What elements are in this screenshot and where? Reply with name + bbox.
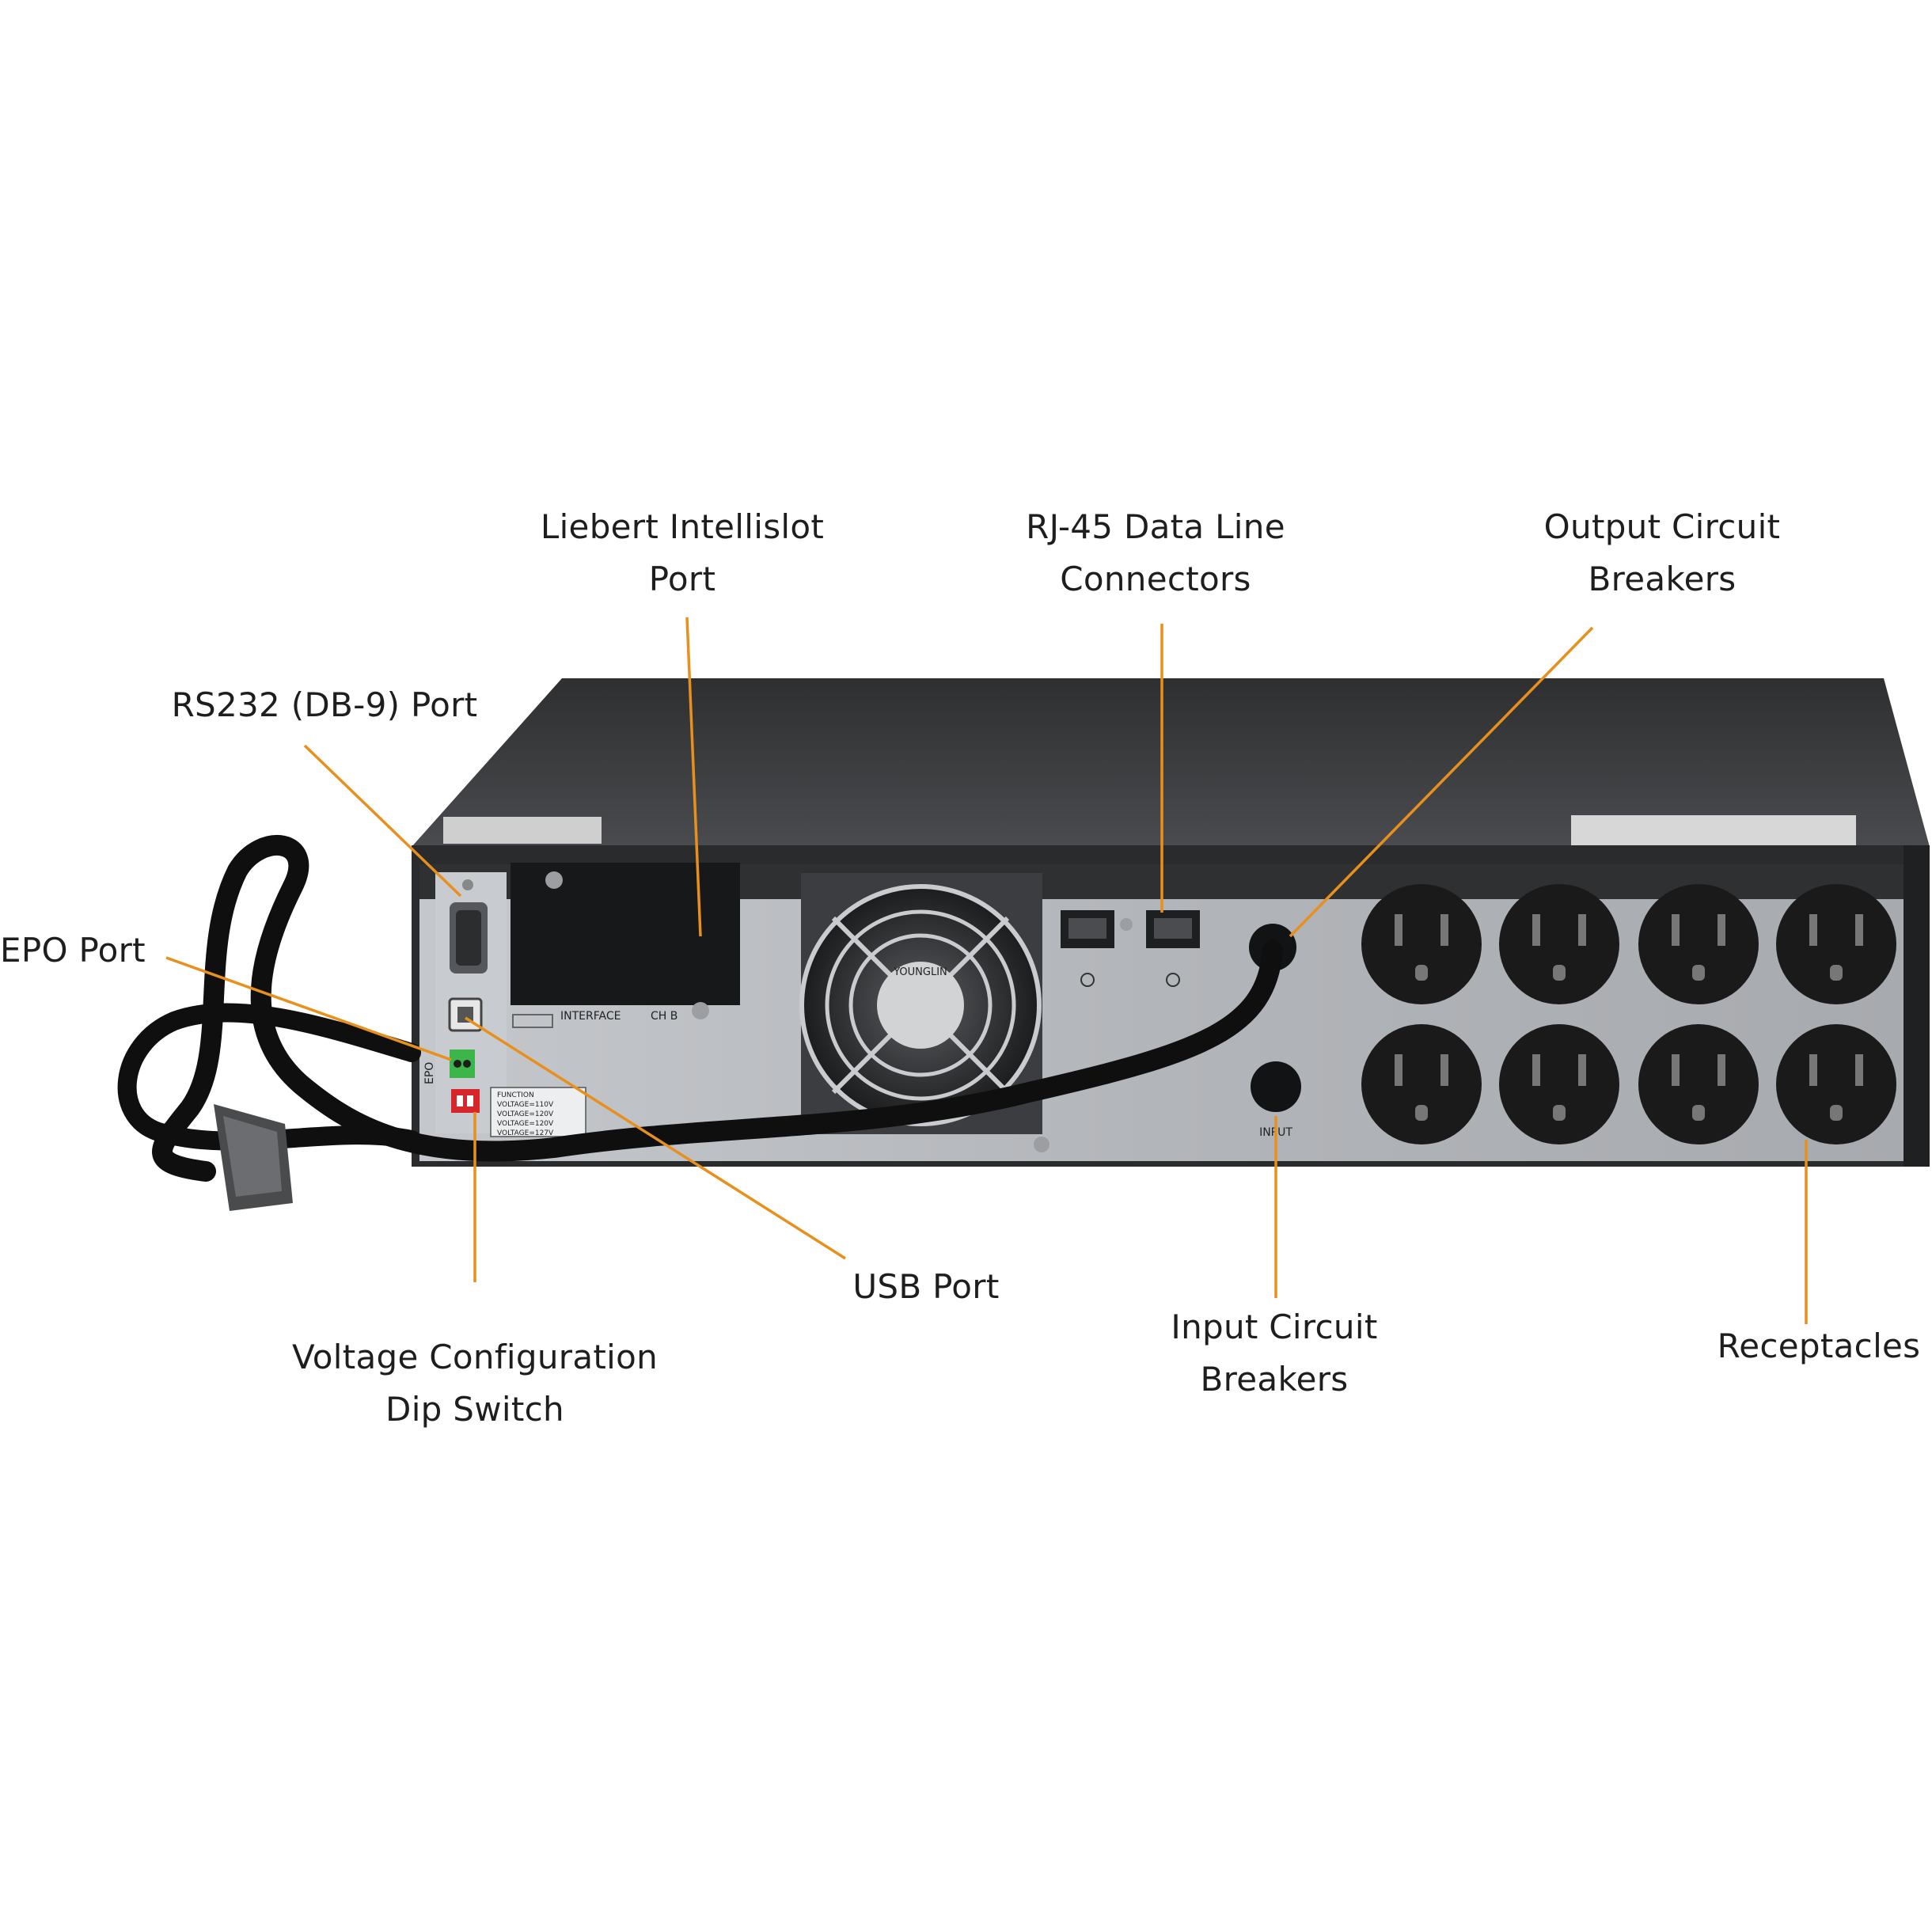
rj45-port-1 [1061, 910, 1114, 987]
dip-row-1: VOLTAGE=110V [497, 1101, 554, 1109]
leader-usb [465, 1016, 846, 1260]
receptacle-4 [1776, 884, 1896, 1004]
receptacle-group [1361, 884, 1896, 1144]
callout-voltage-line2: Dip Switch [385, 1390, 564, 1429]
callout-rs232: RS232 (DB-9) Port [172, 679, 478, 731]
callout-usb: USB Port [852, 1261, 999, 1313]
rj45-port-2 [1146, 910, 1200, 987]
callout-receptacles: Receptacles [1718, 1320, 1921, 1372]
leader-liebert [685, 617, 702, 937]
callout-voltage-line1: Voltage Configuration [291, 1338, 659, 1376]
dip-row-2: VOLTAGE=120V [497, 1110, 554, 1118]
callout-rj45: RJ-45 Data Line Connectors [1026, 501, 1285, 605]
leader-epo [165, 956, 452, 1061]
callout-liebert-line2: Port [648, 560, 716, 598]
db9-port [450, 879, 488, 974]
receptacle-8 [1776, 1024, 1896, 1144]
dip-switch [451, 1089, 480, 1113]
receptacle-1 [1361, 884, 1482, 1004]
leader-lines [165, 617, 1808, 1324]
dip-table: FUNCTION VOLTAGE=110V VOLTAGE=120V VOLTA… [490, 1087, 586, 1137]
callout-output-line2: Breakers [1588, 560, 1737, 598]
callout-epo: EPO Port [0, 924, 146, 977]
callout-liebert-line1: Liebert Intellislot [540, 507, 825, 546]
top-sticker-1 [443, 817, 602, 844]
callout-rj45-line1: RJ-45 Data Line [1026, 507, 1285, 546]
callout-liebert-intellislot: Liebert Intellislot Port [541, 501, 824, 605]
interface-label: INTERFACE [560, 1010, 621, 1023]
fan-brand-label: YOUNGLIN [893, 966, 947, 978]
right-side-edge [1904, 845, 1930, 1167]
leader-rs232 [303, 744, 462, 898]
callout-voltage-dip: Voltage Configuration Dip Switch [292, 1331, 658, 1436]
dip-row-3: VOLTAGE=120V [497, 1120, 554, 1128]
epo-panel-label: EPO [423, 1062, 436, 1084]
callout-epo-text: EPO Port [0, 931, 146, 970]
chb-label: CH B [651, 1010, 678, 1023]
receptacle-7 [1638, 1024, 1759, 1144]
power-cord-loop [117, 1003, 421, 1151]
power-cord [152, 835, 1283, 1182]
callout-output-breakers: Output Circuit Breakers [1544, 501, 1781, 605]
callout-rs232-text: RS232 (DB-9) Port [171, 685, 478, 724]
receptacle-3 [1638, 884, 1759, 1004]
callout-input-breakers: Input Circuit Breakers [1171, 1301, 1377, 1406]
intellislot-bay [511, 863, 740, 1028]
epo-connector [450, 1050, 475, 1078]
dip-row-4: VOLTAGE=127V [497, 1129, 554, 1137]
receptacle-5 [1361, 1024, 1482, 1144]
callout-input-line1: Input Circuit [1171, 1308, 1378, 1346]
callout-output-line1: Output Circuit [1543, 507, 1781, 546]
leader-output-breakers [1289, 626, 1594, 938]
receptacle-2 [1499, 884, 1619, 1004]
power-plug [214, 1104, 293, 1211]
input-breaker [1251, 1061, 1301, 1112]
top-sticker-2 [1571, 815, 1856, 847]
cooling-fan: YOUNGLIN [799, 873, 1050, 1152]
dip-row-0: FUNCTION [497, 1091, 534, 1099]
screw-rj [1120, 918, 1133, 931]
receptacle-6 [1499, 1024, 1619, 1144]
callout-rj45-line2: Connectors [1060, 560, 1251, 598]
callout-usb-text: USB Port [852, 1267, 1000, 1306]
callout-receptacles-text: Receptacles [1717, 1327, 1921, 1365]
callout-input-line2: Breakers [1200, 1360, 1349, 1399]
chassis-top [412, 678, 1930, 847]
